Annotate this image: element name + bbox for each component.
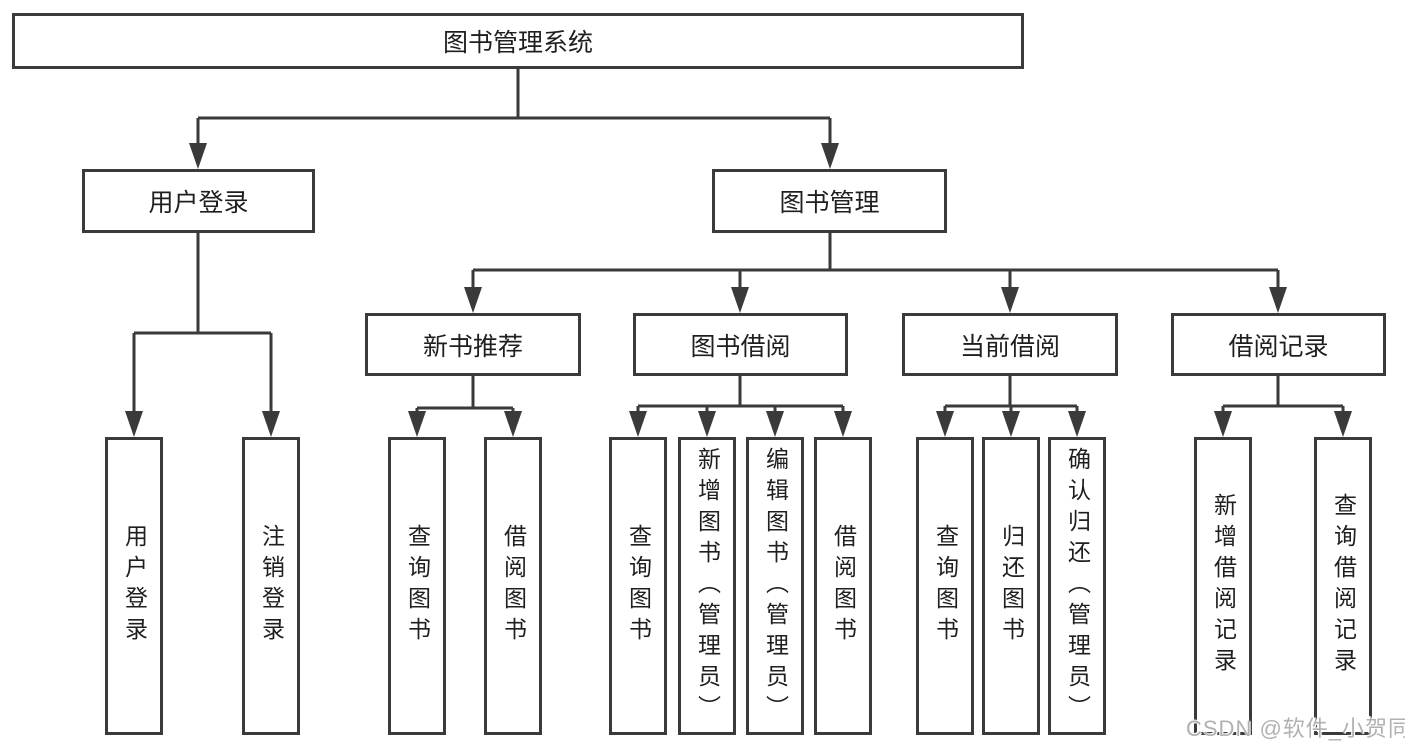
connector-mgmt-to-level3 — [464, 233, 1287, 313]
connector-login-to-leaves — [125, 233, 280, 437]
leaf-query-books-current: 查询图书 — [916, 437, 974, 735]
leaf-add-books-admin: 新增图书（管理员） — [678, 437, 736, 735]
connector-root-to-level2 — [189, 66, 839, 169]
node-book-management: 图书管理 — [712, 169, 947, 233]
leaf-return-books: 归还图书 — [982, 437, 1040, 735]
leaf-user-login: 用户登录 — [105, 437, 163, 735]
leaf-query-books-recommend: 查询图书 — [388, 437, 446, 735]
leaf-confirm-return-admin: 确认归还（管理员） — [1048, 437, 1106, 735]
leaf-query-borrow-record: 查询借阅记录 — [1314, 437, 1372, 735]
leaf-logout: 注销登录 — [242, 437, 300, 735]
node-book-borrow: 图书借阅 — [633, 313, 848, 376]
csdn-watermark: CSDN @软件_小贺同学 — [1186, 716, 1405, 741]
node-library-system: 图书管理系统 — [12, 13, 1024, 69]
leaf-query-books-borrow: 查询图书 — [609, 437, 667, 735]
connector-newbook-to-leaves — [408, 376, 522, 437]
leaf-edit-books-admin: 编辑图书（管理员） — [746, 437, 804, 735]
connector-current-to-leaves — [936, 376, 1086, 437]
leaf-borrow-books: 借阅图书 — [814, 437, 872, 735]
connector-borrow-to-leaves — [629, 376, 852, 437]
leaf-borrow-books-recommend: 借阅图书 — [484, 437, 542, 735]
node-current-borrow: 当前借阅 — [902, 313, 1118, 376]
node-borrow-records: 借阅记录 — [1171, 313, 1386, 376]
node-new-book-recommend: 新书推荐 — [365, 313, 581, 376]
connector-records-to-leaves — [1214, 376, 1352, 437]
leaf-add-borrow-record: 新增借阅记录 — [1194, 437, 1252, 735]
node-user-login: 用户登录 — [82, 169, 315, 233]
